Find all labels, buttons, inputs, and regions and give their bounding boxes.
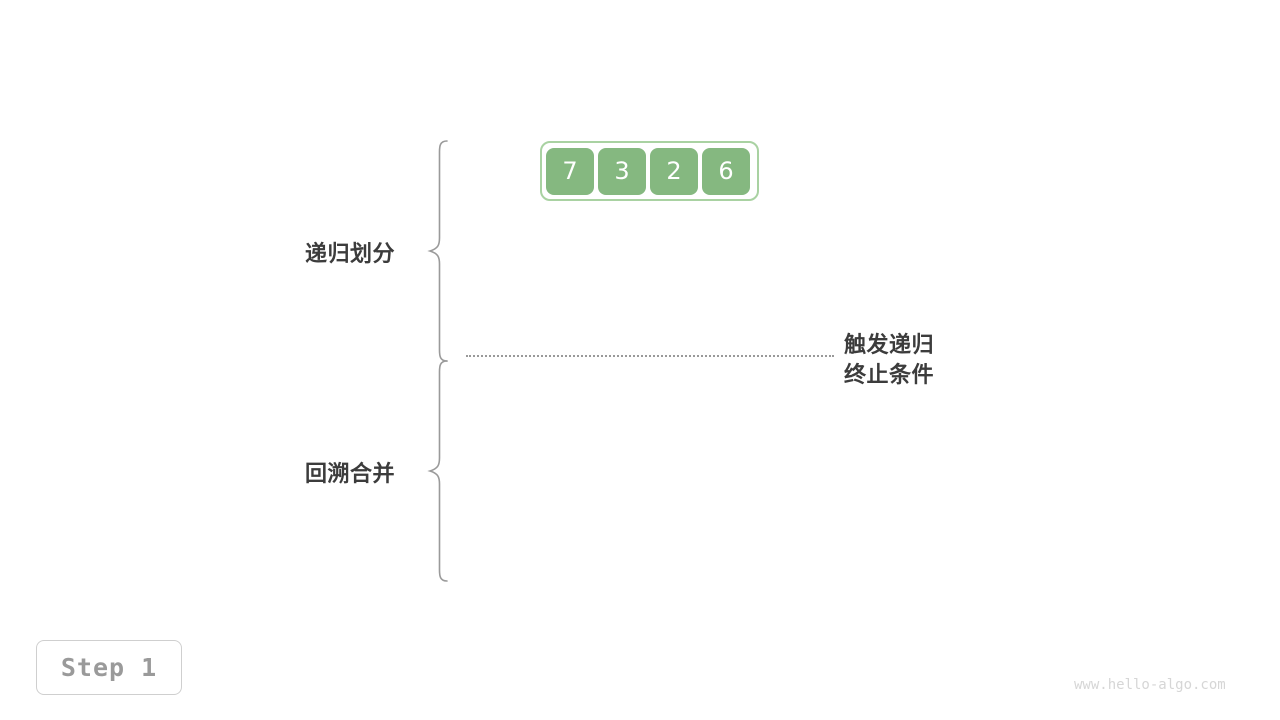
divide-phase-label: 递归划分	[305, 241, 396, 266]
annotation-line-2: 终止条件	[844, 362, 935, 387]
input-array: 7 3 2 6	[540, 141, 759, 201]
merge-phase-label: 回溯合并	[305, 461, 396, 486]
watermark: www.hello-algo.com	[1074, 677, 1226, 693]
annotation-line-1: 触发递归	[844, 332, 935, 357]
recursion-base-case-divider	[466, 355, 834, 357]
divide-phase-brace	[426, 138, 450, 369]
array-cell: 7	[546, 147, 594, 195]
array-cell: 3	[598, 147, 646, 195]
array-cell: 2	[650, 147, 698, 195]
merge-phase-brace	[426, 358, 450, 589]
base-case-annotation: 触发递归 终止条件	[844, 330, 934, 390]
step-badge: Step 1	[36, 640, 182, 695]
array-cell: 6	[702, 147, 750, 195]
